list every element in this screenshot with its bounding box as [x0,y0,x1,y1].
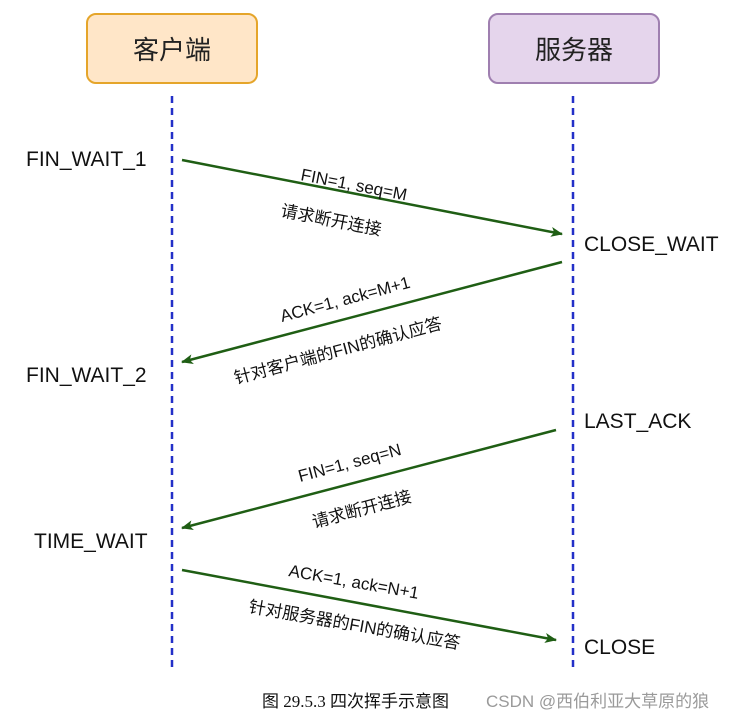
message-2-label-bottom: 针对客户端的FIN的确认应答 [232,314,444,388]
message-4-label-top: ACK=1, ack=N+1 [287,561,420,603]
client-state-time-wait: TIME_WAIT [34,530,148,553]
server-state-close: CLOSE [584,636,656,659]
client-state-fin-wait-2: FIN_WAIT_2 [26,364,147,387]
message-arrow-3 [181,428,557,531]
message-arrow-4 [181,568,557,643]
server-actor-label: 服务器 [534,35,613,65]
message-3-label-top: FIN=1, seq=N [296,440,403,486]
server-state-close-wait: CLOSE_WAIT [584,233,719,256]
server-actor-box: 服务器 [488,13,660,84]
client-state-fin-wait-1: FIN_WAIT_1 [26,148,147,171]
sequence-diagram: FIN=1, seq=M 请求断开连接 ACK=1, ack=M+1 针对客户端… [170,96,575,672]
message-1-label-bottom: 请求断开连接 [279,201,383,239]
message-4-label-bottom: 针对服务器的FIN的确认应答 [247,597,461,653]
csdn-watermark: CSDN @西伯利亚大草原的狼 [486,692,710,711]
client-actor-box: 客户端 [86,13,258,84]
message-3-label-bottom: 请求断开连接 [310,487,413,532]
message-arrow-1 [181,158,563,237]
server-state-last-ack: LAST_ACK [584,410,692,433]
message-arrow-2 [181,260,563,365]
client-actor-label: 客户端 [132,35,211,65]
message-1-label-top: FIN=1, seq=M [299,165,408,204]
figure-caption: 图 29.5.3 四次挥手示意图 [262,692,449,711]
